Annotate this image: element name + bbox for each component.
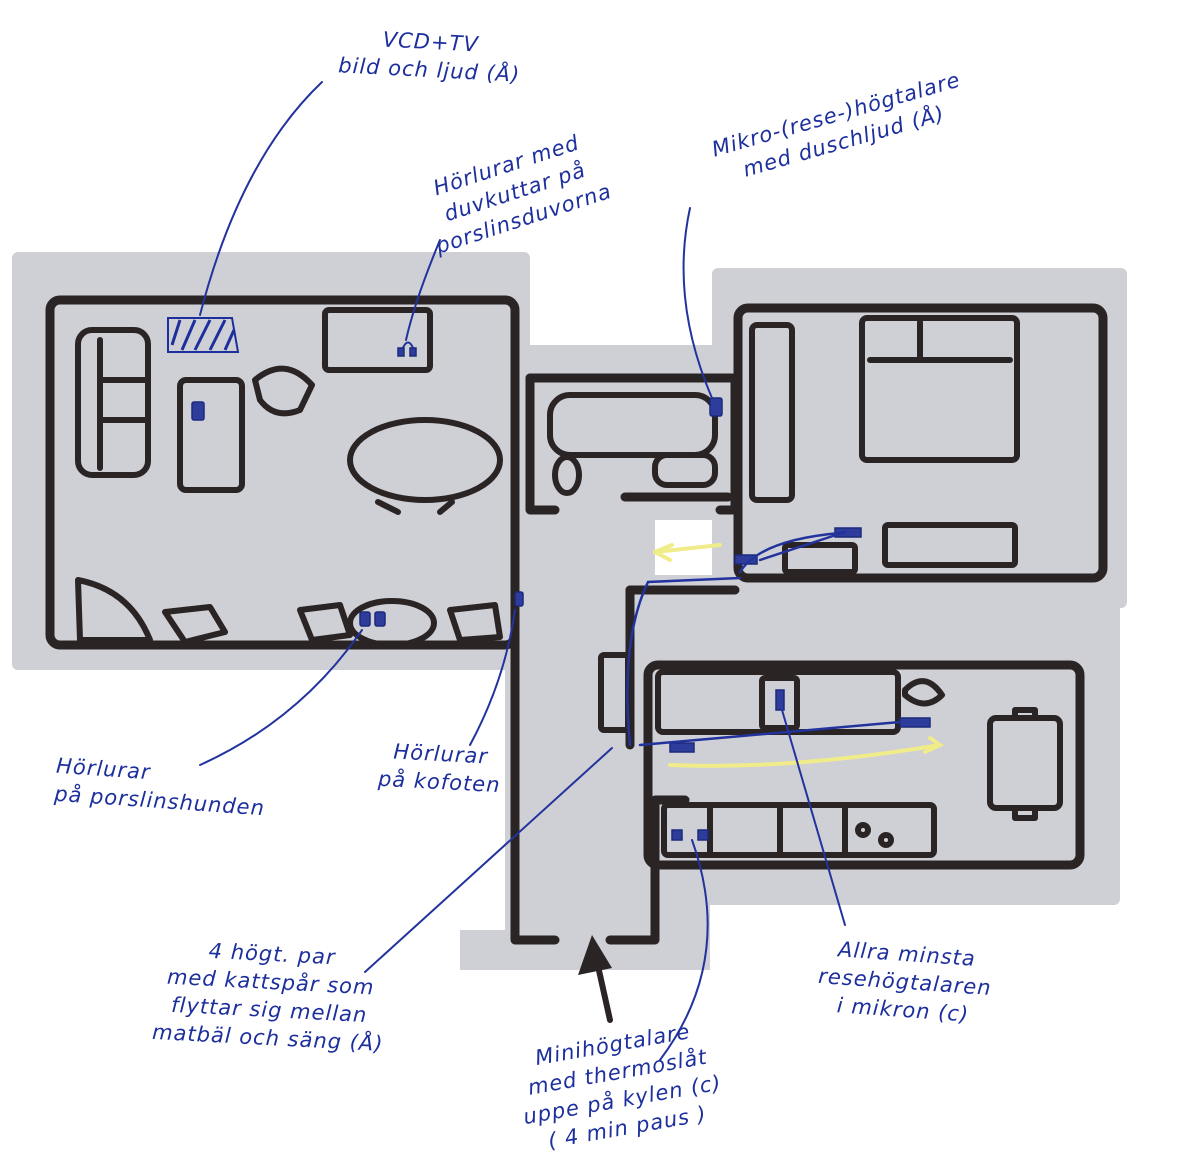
note-speaker-pair: 4 högt. par med kattspår som flyttar sig… bbox=[117, 932, 422, 1060]
furniture bbox=[75, 307, 1063, 1023]
note-smallest-speaker: Allra minsta resehögtalaren i mikron (c) bbox=[787, 932, 1022, 1032]
leader-lines bbox=[199, 81, 846, 1061]
devices bbox=[167, 317, 931, 841]
note-headphones-stand: Hörlurar på kofoten bbox=[339, 735, 542, 801]
